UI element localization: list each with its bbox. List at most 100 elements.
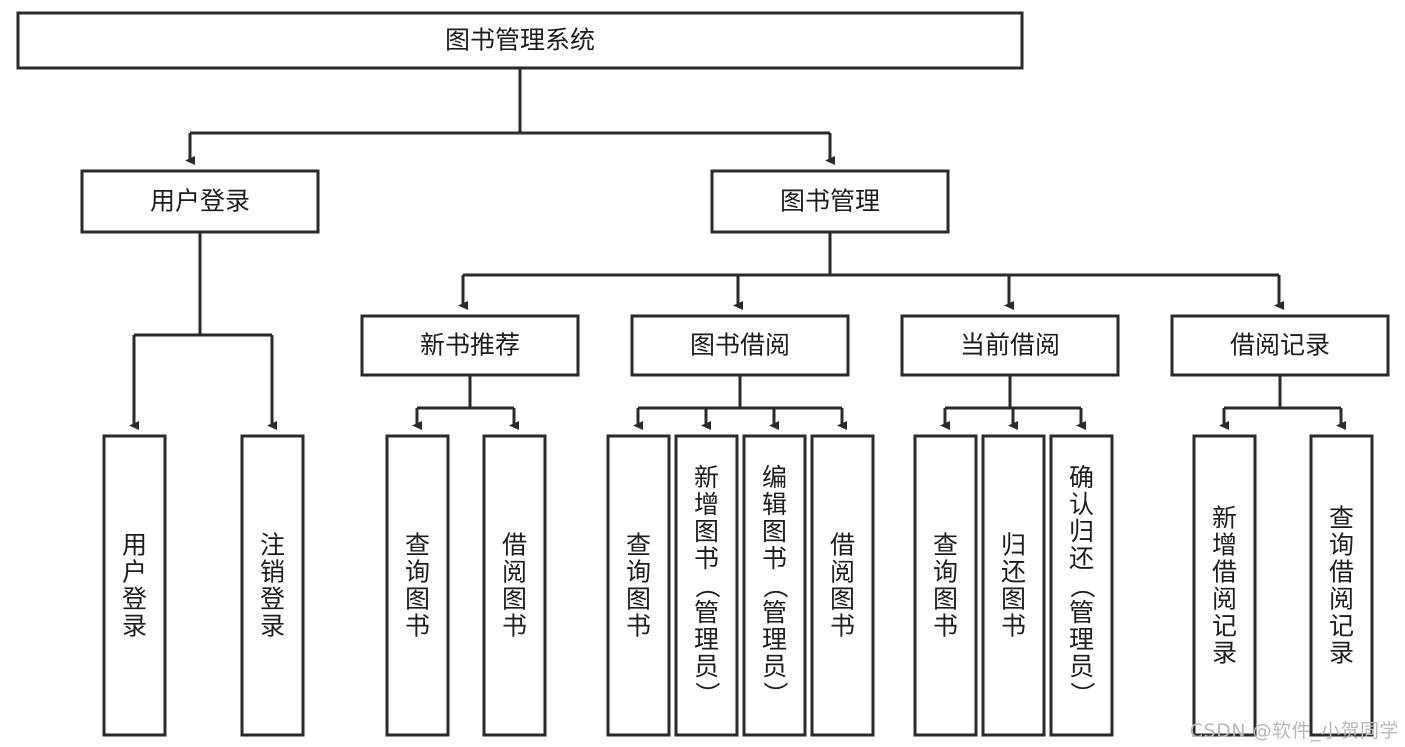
node-box[interactable]: [674, 434, 739, 737]
node-box[interactable]: [1192, 434, 1257, 737]
node-label: 图书管理系统: [445, 26, 595, 55]
node-label-char: 阅: [1212, 585, 1237, 614]
node-box[interactable]: [606, 434, 671, 737]
node-label-char: 书: [830, 612, 855, 641]
node-label: 借阅记录: [1230, 331, 1330, 360]
node-label-char: 辑: [762, 490, 787, 519]
node-label-char: 询: [626, 558, 651, 587]
node-label-char: 编: [762, 463, 787, 492]
node-book-borrow[interactable]: 图书借阅: [630, 314, 850, 377]
node-label-char: 图: [762, 517, 787, 546]
edge-group-user-login-bus: [129, 232, 277, 430]
node-label-char: 图: [694, 517, 719, 546]
node-label-char: 借: [1329, 558, 1354, 587]
node-user-login[interactable]: 用户登录: [80, 169, 320, 234]
node-new-book-rec[interactable]: 新书推荐: [360, 314, 580, 377]
node-box[interactable]: [1309, 434, 1374, 737]
edge-layer: [129, 68, 1346, 430]
node-label-char: 管: [762, 598, 787, 627]
node-label-char: 录: [260, 612, 285, 641]
node-label-char: 注: [260, 531, 285, 560]
node-label-char: 图: [626, 585, 651, 614]
node-box[interactable]: [482, 434, 547, 737]
node-label-char: 增: [694, 490, 719, 519]
node-box[interactable]: [900, 314, 1120, 377]
node-label-char: 销: [260, 558, 285, 587]
edge-group-book-borrow-bus: [633, 375, 847, 430]
node-label-char: 书: [694, 544, 719, 573]
node-label-char: 还: [1001, 558, 1026, 587]
node-label-char: 新: [1212, 504, 1237, 533]
node-label-char: 查: [933, 531, 958, 560]
node-box[interactable]: [1049, 434, 1114, 737]
node-box[interactable]: [913, 434, 978, 737]
node-label-char: 录: [122, 612, 147, 641]
node-label-char: 图: [830, 585, 855, 614]
node-label: 用户登录: [150, 187, 250, 216]
node-label-char: 图: [502, 585, 527, 614]
node-label-char: 员: [694, 652, 719, 681]
node-label-char: 查: [405, 531, 430, 560]
node-box[interactable]: [385, 434, 450, 737]
node-borrow-record[interactable]: 借阅记录: [1170, 314, 1390, 377]
node-label-char: ）: [1068, 681, 1097, 706]
node-label-char: 图: [405, 585, 430, 614]
node-box[interactable]: [16, 11, 1024, 70]
node-label-char: 查: [626, 531, 651, 560]
node-box[interactable]: [981, 434, 1046, 737]
node-label-char: （: [1068, 573, 1097, 598]
node-box[interactable]: [710, 169, 950, 234]
node-label-char: 图: [933, 585, 958, 614]
node-label-char: 书: [405, 612, 430, 641]
node-label-char: 询: [933, 558, 958, 587]
node-label-char: 记: [1329, 612, 1354, 641]
node-label-char: 书: [626, 612, 651, 641]
node-box[interactable]: [630, 314, 850, 377]
node-box[interactable]: [1170, 314, 1390, 377]
node-label-char: 归: [1001, 531, 1026, 560]
node-label-char: 理: [762, 625, 787, 654]
node-label-char: 借: [830, 531, 855, 560]
node-box[interactable]: [240, 434, 305, 737]
edge-group-book-manage-bus: [458, 232, 1284, 310]
node-leaf-user-login[interactable]: 用户登录: [102, 434, 167, 737]
node-book-manage[interactable]: 图书管理: [710, 169, 950, 234]
edge-group-cur-borrow-bus: [940, 375, 1086, 430]
node-label-char: 借: [1212, 558, 1237, 587]
node-label-char: 书: [1001, 612, 1026, 641]
node-box[interactable]: [80, 169, 320, 234]
node-label-char: 理: [694, 625, 719, 654]
node-label-char: 登: [260, 585, 285, 614]
node-box[interactable]: [810, 434, 875, 737]
node-root[interactable]: 图书管理系统: [16, 11, 1024, 70]
node-label-char: 管: [1069, 598, 1094, 627]
node-current-borrow[interactable]: 当前借阅: [900, 314, 1120, 377]
node-box[interactable]: [102, 434, 167, 737]
node-label-char: 管: [694, 598, 719, 627]
node-label-char: 新: [694, 463, 719, 492]
node-box[interactable]: [360, 314, 580, 377]
node-label-char: 增: [1212, 531, 1237, 560]
node-label-char: 书: [502, 612, 527, 641]
edge-group-new-book-bus: [412, 375, 519, 430]
node-label: 图书管理: [780, 187, 880, 216]
node-label: 当前借阅: [960, 331, 1060, 360]
node-label-char: 询: [1329, 531, 1354, 560]
edge-group-record-bus: [1219, 375, 1346, 430]
node-label-char: 录: [1212, 639, 1237, 668]
node-box[interactable]: [742, 434, 807, 737]
